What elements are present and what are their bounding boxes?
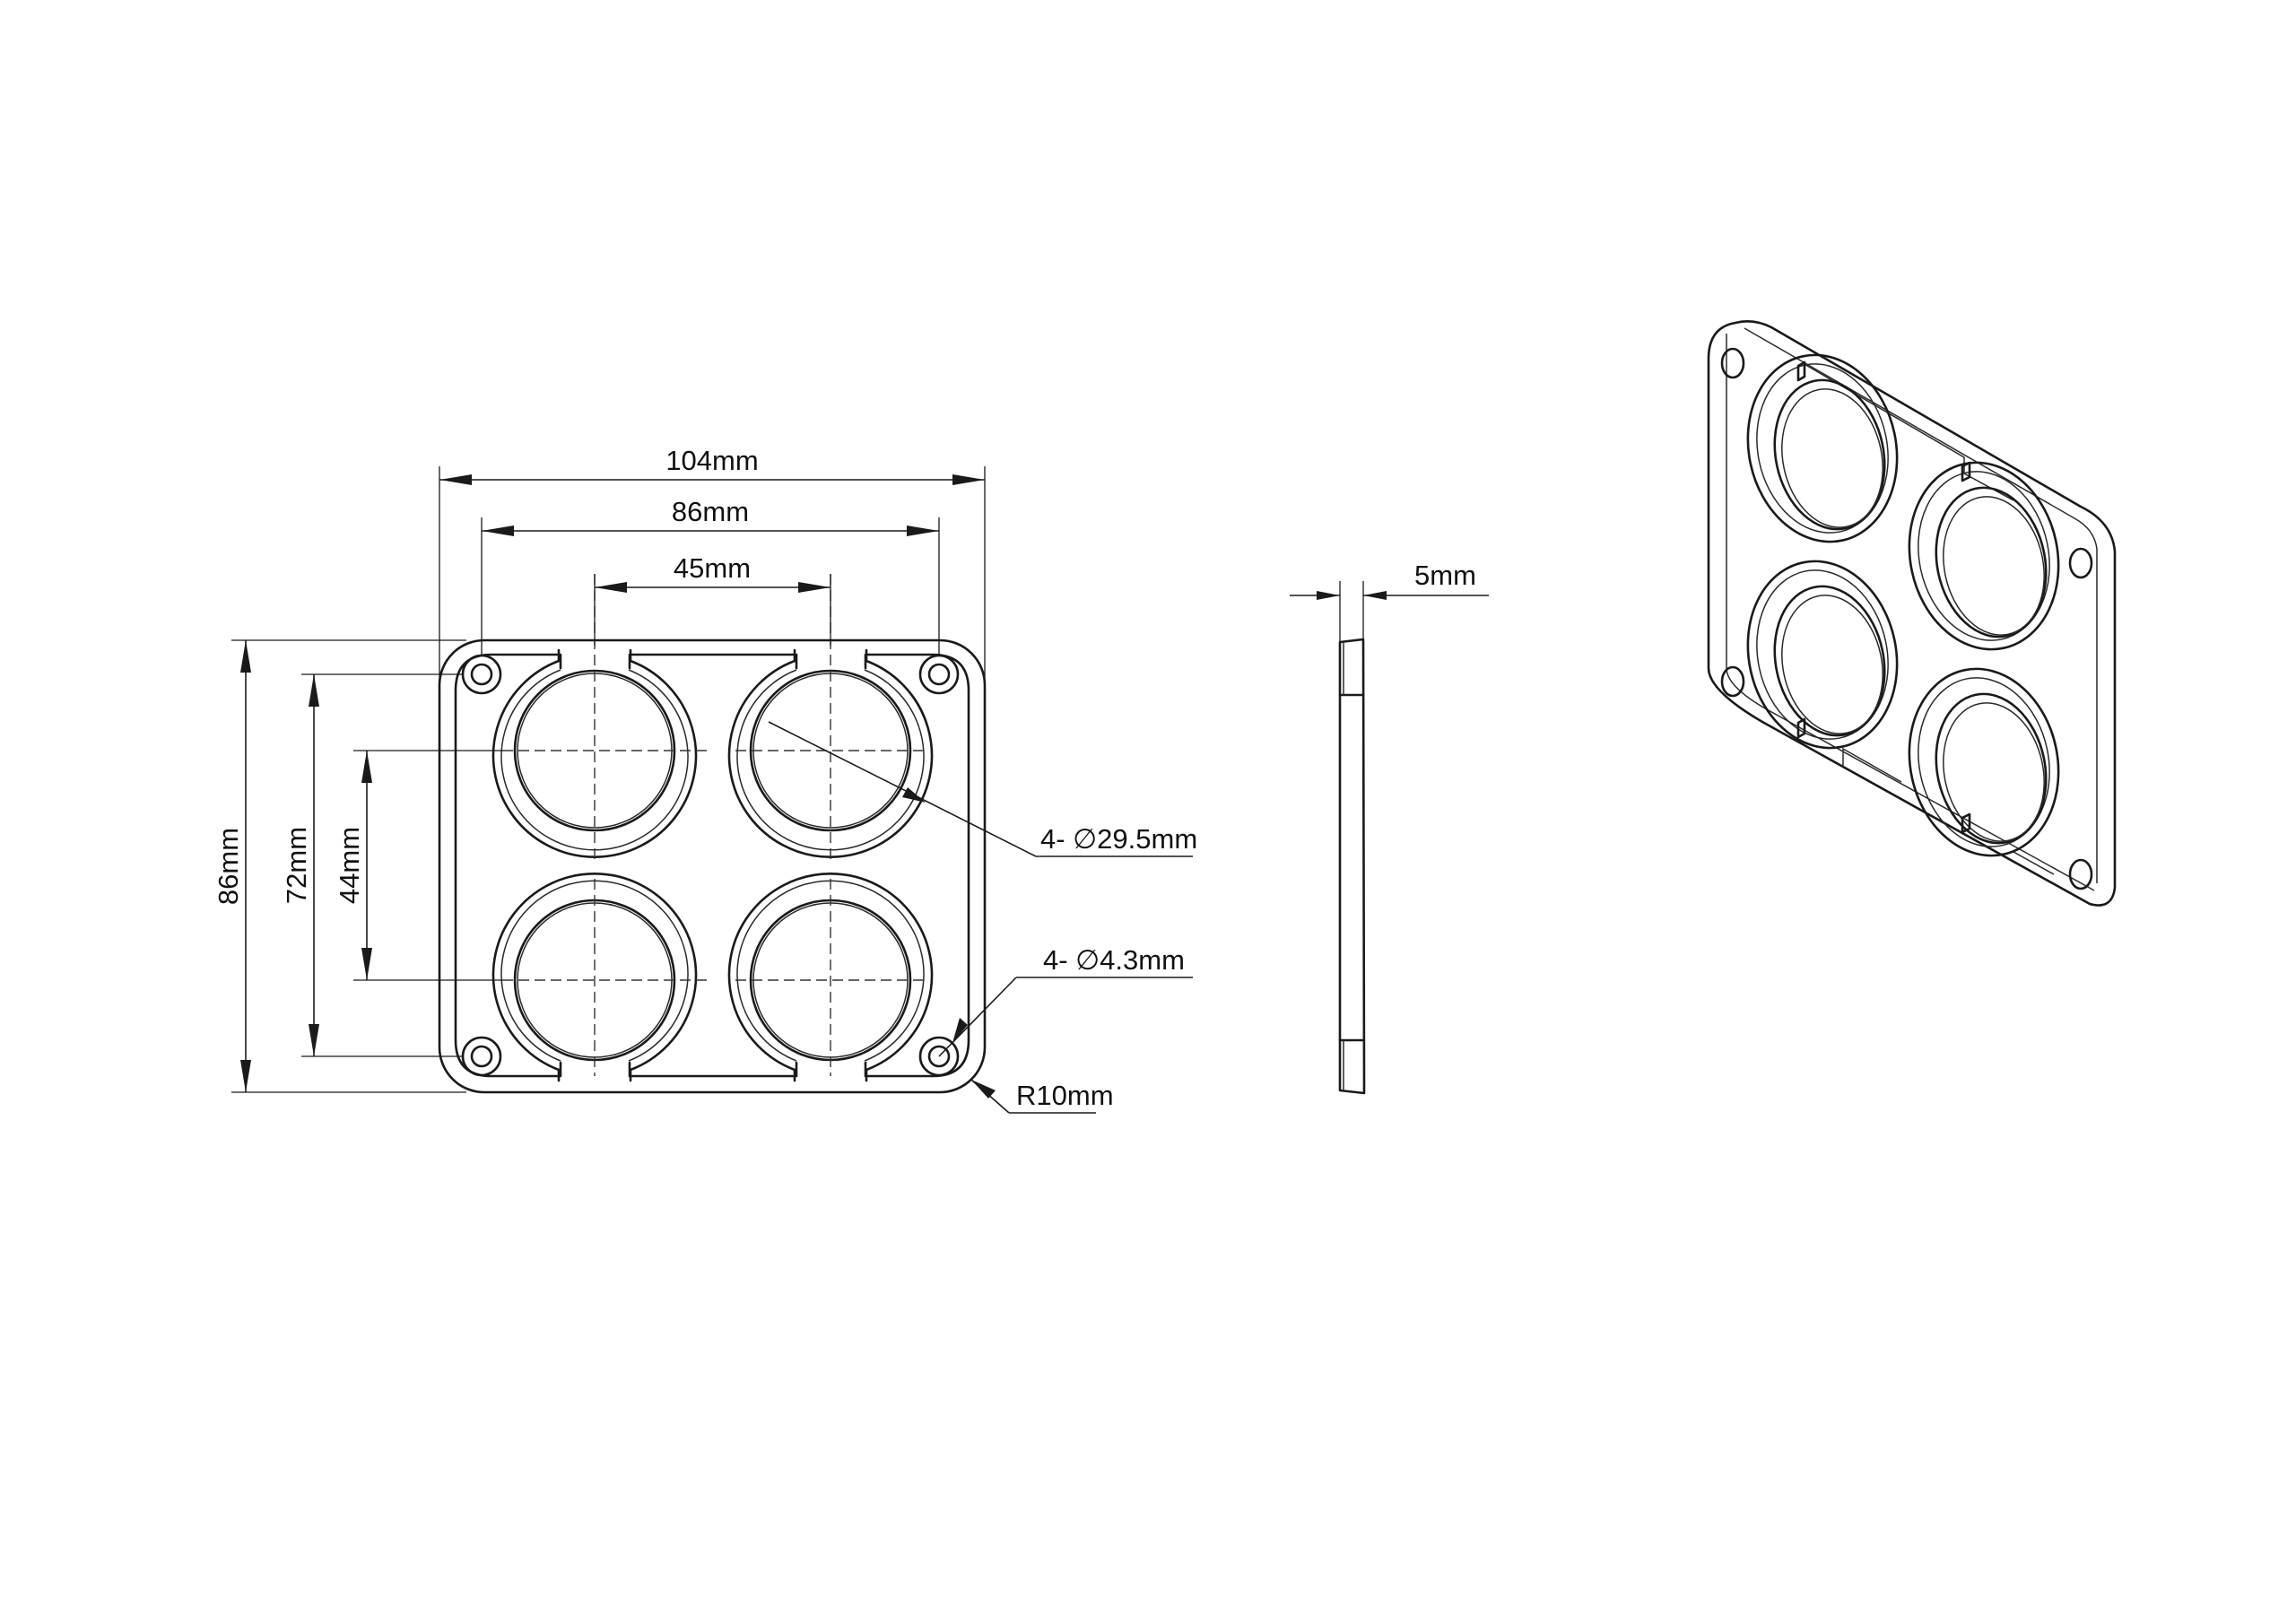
iso-socket-tr [1908, 461, 2060, 651]
mount-hole-tl [461, 654, 502, 695]
leader-large-holes: 4- ∅29.5mm [768, 721, 1197, 857]
label-44mm: 44mm [334, 827, 365, 904]
iso-plate-outline [1707, 320, 2117, 907]
dimension-44: 44mm [334, 751, 372, 980]
label-86mm-width: 86mm [672, 496, 749, 527]
iso-socket-bl [1746, 560, 1899, 750]
extension-lines [231, 466, 986, 1093]
isometric-view [1707, 320, 2117, 907]
plate-recess [454, 653, 970, 1078]
iso-mount-hole-bl [1720, 665, 1745, 698]
label-5mm: 5mm [1414, 560, 1476, 591]
label-104mm: 104mm [665, 445, 758, 476]
iso-socket-br [1908, 667, 2060, 857]
dimension-86-height: 86mm [213, 640, 251, 1092]
leader-small-holes: 4- ∅4.3mm [938, 944, 1193, 1057]
side-view: 5mm [1290, 560, 1489, 1095]
dimension-104: 104mm [439, 445, 985, 485]
leader-corner-radius: R10mm [970, 1079, 1114, 1114]
front-view: 104mm 86mm 45mm 86mm 72mm [213, 445, 1197, 1114]
dimension-72: 72mm [281, 674, 319, 1056]
iso-mount-hole-br [2068, 858, 2093, 890]
dimension-45: 45mm [595, 552, 831, 593]
label-4-3mm: 4- ∅4.3mm [1043, 944, 1185, 976]
label-45mm: 45mm [674, 552, 751, 584]
label-86mm-height: 86mm [213, 828, 244, 905]
dimension-5: 5mm [1290, 560, 1489, 600]
mount-hole-bl [461, 1036, 502, 1077]
label-29-5mm: 4- ∅29.5mm [1040, 823, 1197, 855]
iso-mount-hole-tl [1720, 347, 1745, 379]
side-profile [1338, 638, 1366, 1095]
centre-lines [502, 574, 924, 1076]
plate-outline [438, 638, 987, 1094]
mount-hole-tr [918, 654, 960, 695]
label-72mm: 72mm [281, 827, 312, 904]
dimension-86-width: 86mm [482, 496, 939, 536]
label-r10mm: R10mm [1016, 1080, 1114, 1111]
iso-mount-hole-tr [2068, 547, 2093, 579]
